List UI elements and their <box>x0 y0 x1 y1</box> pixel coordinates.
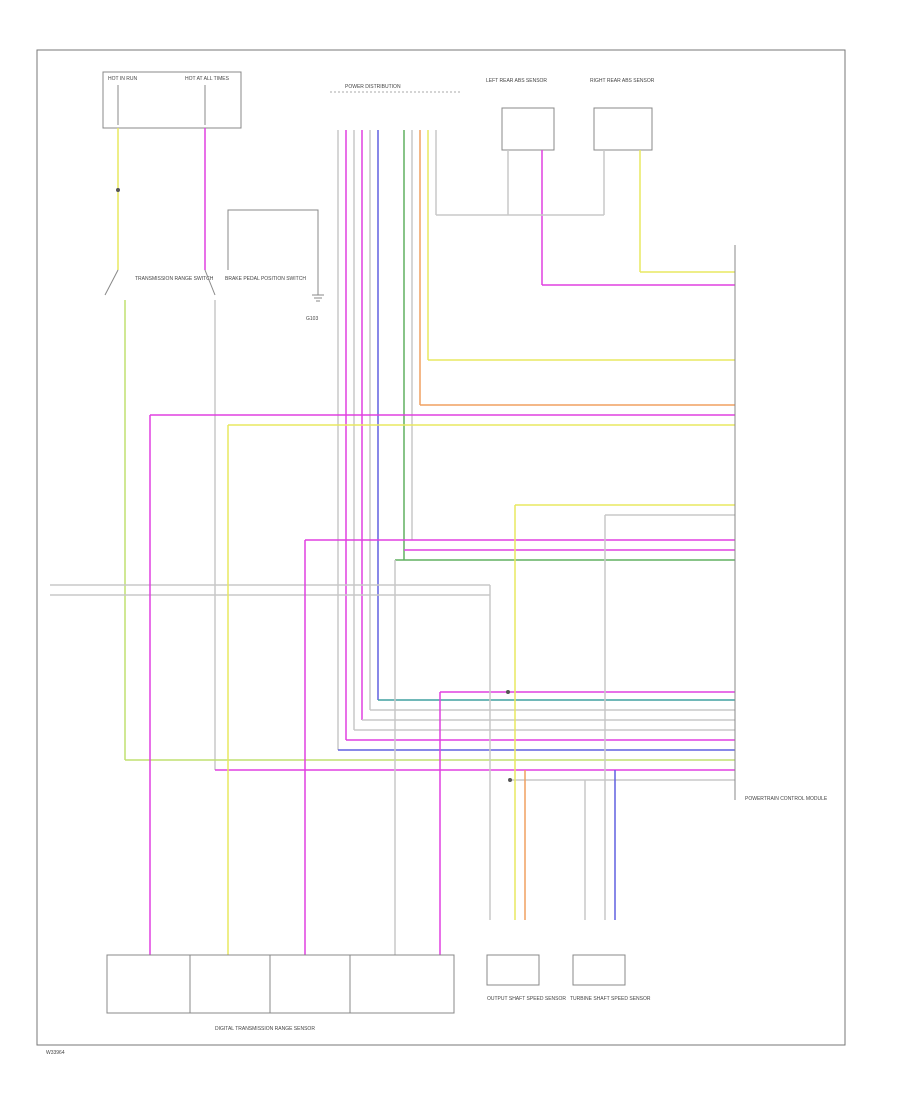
splice-dot <box>508 778 512 782</box>
right-rear-abs-sensor: RIGHT REAR ABS SENSOR <box>590 78 655 272</box>
wires-to-pcm <box>50 359 735 781</box>
left-rear-abs-label: LEFT REAR ABS SENSOR <box>486 78 547 84</box>
trans-range-switch: TRANSMISSION RANGE SWITCH <box>104 269 214 760</box>
brake-switch-label: BRAKE PEDAL POSITION SWITCH <box>225 276 306 282</box>
output-shaft-speed-sensor: OUTPUT SHAFT SPEED SENSOR <box>486 954 566 1002</box>
brake-pedal-switch: BRAKE PEDAL POSITION SWITCH <box>204 269 306 770</box>
wire-bundle-top <box>337 130 437 750</box>
splice-dot <box>116 188 120 192</box>
trans-range-switch-label: TRANSMISSION RANGE SWITCH <box>135 276 214 282</box>
power-distribution-label: POWER DISTRIBUTION <box>345 84 401 90</box>
ground-symbol: G103 <box>306 230 324 322</box>
turbine-shaft-speed-label: TURBINE SHAFT SPEED SENSOR <box>570 996 651 1002</box>
drops-bottom <box>149 415 616 955</box>
fuse-label-hot-at-all-times: HOT AT ALL TIMES <box>185 76 230 82</box>
right-rear-abs-label: RIGHT REAR ABS SENSOR <box>590 78 655 84</box>
left-rear-abs-sensor: LEFT REAR ABS SENSOR <box>486 78 555 285</box>
digital-trs-sensor: DIGITAL TRANSMISSION RANGE SENSOR <box>106 954 455 1032</box>
footer-code: W33964 <box>46 1050 65 1056</box>
output-shaft-speed-label: OUTPUT SHAFT SPEED SENSOR <box>487 996 566 1002</box>
power-distribution-connector: POWER DISTRIBUTION <box>330 84 460 93</box>
pcm-label: POWERTRAIN CONTROL MODULE <box>745 796 828 802</box>
ground-label: G103 <box>306 316 318 322</box>
fuse-label-hot-in-run: HOT IN RUN <box>108 76 137 82</box>
splice-dot <box>506 690 510 694</box>
wire-brake-loop <box>227 209 319 270</box>
digital-trs-label: DIGITAL TRANSMISSION RANGE SENSOR <box>215 1026 315 1032</box>
turbine-shaft-speed-sensor: TURBINE SHAFT SPEED SENSOR <box>570 954 651 1002</box>
diagram-frame <box>36 49 846 1046</box>
pcm-connector: POWERTRAIN CONTROL MODULE <box>734 245 828 802</box>
fuse-block-left: HOT IN RUN HOT AT ALL TIMES <box>102 71 242 129</box>
